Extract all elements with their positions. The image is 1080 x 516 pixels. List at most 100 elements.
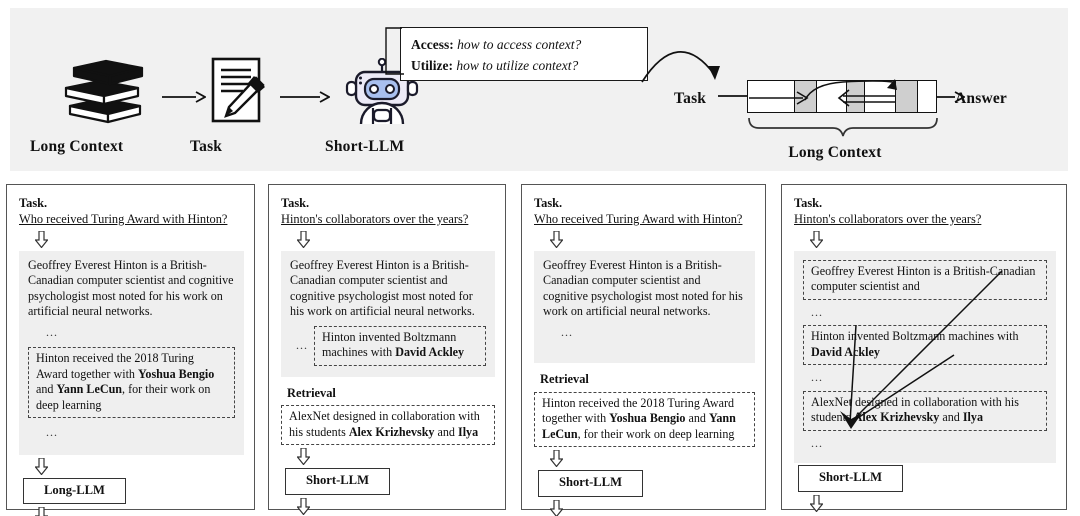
context-paragraph: Geoffrey Everest Hinton is a British-Can… [543, 257, 743, 319]
answer-label: Answer. [794, 515, 836, 516]
callout-access-text: how to access context? [457, 37, 582, 52]
callout-line-utilize: Utilize: how to utilize context? [411, 55, 638, 76]
ellipsis: ... [296, 337, 308, 352]
snippet-text-pre: Hinton invented Boltzmann machines with [322, 329, 457, 360]
task-heading: Task. [19, 196, 48, 210]
down-arrow-icon [550, 450, 563, 467]
down-arrow-icon [297, 230, 310, 248]
down-arrow-icon [810, 230, 823, 248]
task-question: Hinton's collaborators over the years? [794, 212, 982, 226]
retrieval-text-pre: Hinton received the 2018 Turing Award to… [542, 395, 735, 426]
snippet-bold-1: Alex Krizhevsky [853, 410, 940, 424]
pipeline-banner: Access: how to access context? Utilize: … [10, 8, 1068, 171]
answer-row: Answer. David Ackley, Alex Krizhevsky, I… [794, 515, 1056, 516]
llm-box[interactable]: Long-LLM [23, 477, 126, 504]
snippet-bold-1: Yoshua Bengio [138, 366, 215, 381]
long-context-cell-bar [747, 80, 937, 113]
panel-retrieval-miss: Task. Hinton's collaborators over the ye… [268, 184, 506, 515]
task-question: Who received Turing Award with Hinton? [534, 212, 743, 226]
callout-line-access: Access: how to access context? [411, 34, 638, 55]
retrieval-text-pre: AlexNet designed in collaboration with h… [289, 409, 480, 439]
arrow-to-answer [937, 91, 965, 103]
ellipsis: ... [811, 435, 823, 450]
down-arrow-icon [297, 448, 310, 465]
down-arrow-icon [550, 499, 563, 516]
context-paragraph: Geoffrey Everest Hinton is a British-Can… [28, 257, 234, 319]
arrow-longcontext-to-task [162, 91, 206, 103]
snippet-text-mid: and [939, 410, 963, 424]
task-heading: Task. [281, 196, 310, 210]
retrieval-heading: Retrieval [287, 385, 336, 400]
pipeline-label-short-llm: Short-LLM [325, 138, 405, 155]
answer-label-right: Answer [955, 90, 1007, 107]
down-arrow-icon [35, 507, 48, 516]
down-arrow-icon [297, 497, 310, 515]
books-icon [56, 56, 152, 126]
retrieval-text-mid: and [685, 411, 709, 425]
task-question: Hinton's collaborators over the years? [281, 212, 469, 226]
ellipsis: ... [561, 324, 573, 339]
callout-utilize-label: Utilize: [411, 58, 453, 73]
ellipsis: ... [46, 425, 58, 439]
task-heading: Task. [794, 196, 823, 210]
long-context-brace [748, 117, 938, 137]
context-cell [748, 81, 796, 112]
task-heading: Task. [534, 196, 563, 210]
ellipsis: ... [811, 304, 823, 319]
pipeline-label-long-context: Long Context [30, 138, 124, 155]
snippet-bold-2: Ilya [962, 410, 984, 424]
snippet-bold-1: David Ackley [395, 345, 465, 359]
down-arrow-icon [35, 230, 48, 248]
retrieval-snippet: AlexNet designed in collaboration with h… [281, 405, 495, 445]
long-context-label-right: Long Context [788, 144, 882, 161]
retrieval-text-post: , for their work on deep learning [577, 426, 735, 441]
highlighted-snippet: Geoffrey Everest Hinton is a British-Can… [803, 259, 1047, 300]
ellipsis: ... [811, 370, 823, 384]
retrieval-snippet: Hinton received the 2018 Turing Award to… [534, 391, 755, 447]
context-box: Geoffrey Everest Hinton is a British-Can… [281, 250, 495, 377]
llm-box[interactable]: Short-LLM [538, 470, 643, 497]
down-arrow-icon [550, 230, 563, 248]
context-box: Geoffrey Everest Hinton is a British-Can… [19, 250, 244, 455]
retrieval-bold-1: Yoshua Bengio [609, 411, 686, 425]
llm-box[interactable]: Short-LLM [285, 468, 390, 495]
line-task-to-context [718, 95, 750, 97]
retrieval-heading: Retrieval [540, 372, 589, 386]
context-cell [896, 81, 919, 112]
retrieval-bold-2: Yann LeCun [542, 411, 736, 441]
curved-arrow-to-task [641, 51, 720, 83]
retrieval-text-mid: and [434, 424, 458, 439]
highlighted-snippet: Hinton invented Boltzmann machines with … [314, 325, 486, 366]
retrieval-bold-1: Alex Krizhevsky [348, 424, 435, 439]
callout-access-label: Access: [411, 37, 454, 52]
answer-text: David Ackley, Alex Krizhevsky, Ilya Suts… [794, 515, 1020, 516]
panel-retrieval-hit: Task. Who received Turing Award with Hin… [521, 184, 766, 516]
context-cell [918, 81, 936, 112]
snippet-text-pre: Hinton received the 2018 Turing Award to… [36, 351, 194, 381]
callout-leader-line [385, 27, 404, 75]
retrieval-bold-2: Ilya [457, 424, 479, 439]
task-label-right: Task [674, 90, 707, 107]
context-paragraph: Geoffrey Everest Hinton is a British-Can… [290, 257, 475, 319]
down-arrow-icon [35, 457, 48, 475]
snippet-text-pre: Hinton invented Boltzmann machines with [811, 329, 1019, 343]
snippet-bold-1: David Ackley [811, 344, 880, 359]
highlighted-snippet: AlexNet designed in collaboration with h… [803, 390, 1047, 431]
highlighted-snippet: Hinton received the 2018 Turing Award to… [28, 347, 235, 418]
callout-box: Access: how to access context? Utilize: … [400, 27, 648, 81]
callout-utilize-text: how to utilize context? [456, 58, 579, 73]
arrow-task-to-shortllm [280, 91, 330, 103]
task-question: Who received Turing Award with Hinton? [19, 212, 228, 226]
context-box: Geoffrey Everest Hinton is a British-Can… [794, 250, 1056, 463]
snippet-text-post: , for their work on deep learning [36, 382, 211, 412]
robot-icon [343, 57, 421, 130]
document-pencil-icon [209, 56, 267, 128]
snippet-bold-2: Yann LeCun [56, 382, 123, 396]
context-box: Geoffrey Everest Hinton is a British-Can… [534, 250, 755, 363]
attention-arrows [749, 79, 897, 107]
llm-box[interactable]: Short-LLM [798, 465, 903, 492]
highlighted-snippet: Hinton invented Boltzmann machines with … [803, 325, 1047, 365]
down-arrow-icon [810, 494, 823, 512]
snippet-text-mid: and [36, 382, 57, 396]
